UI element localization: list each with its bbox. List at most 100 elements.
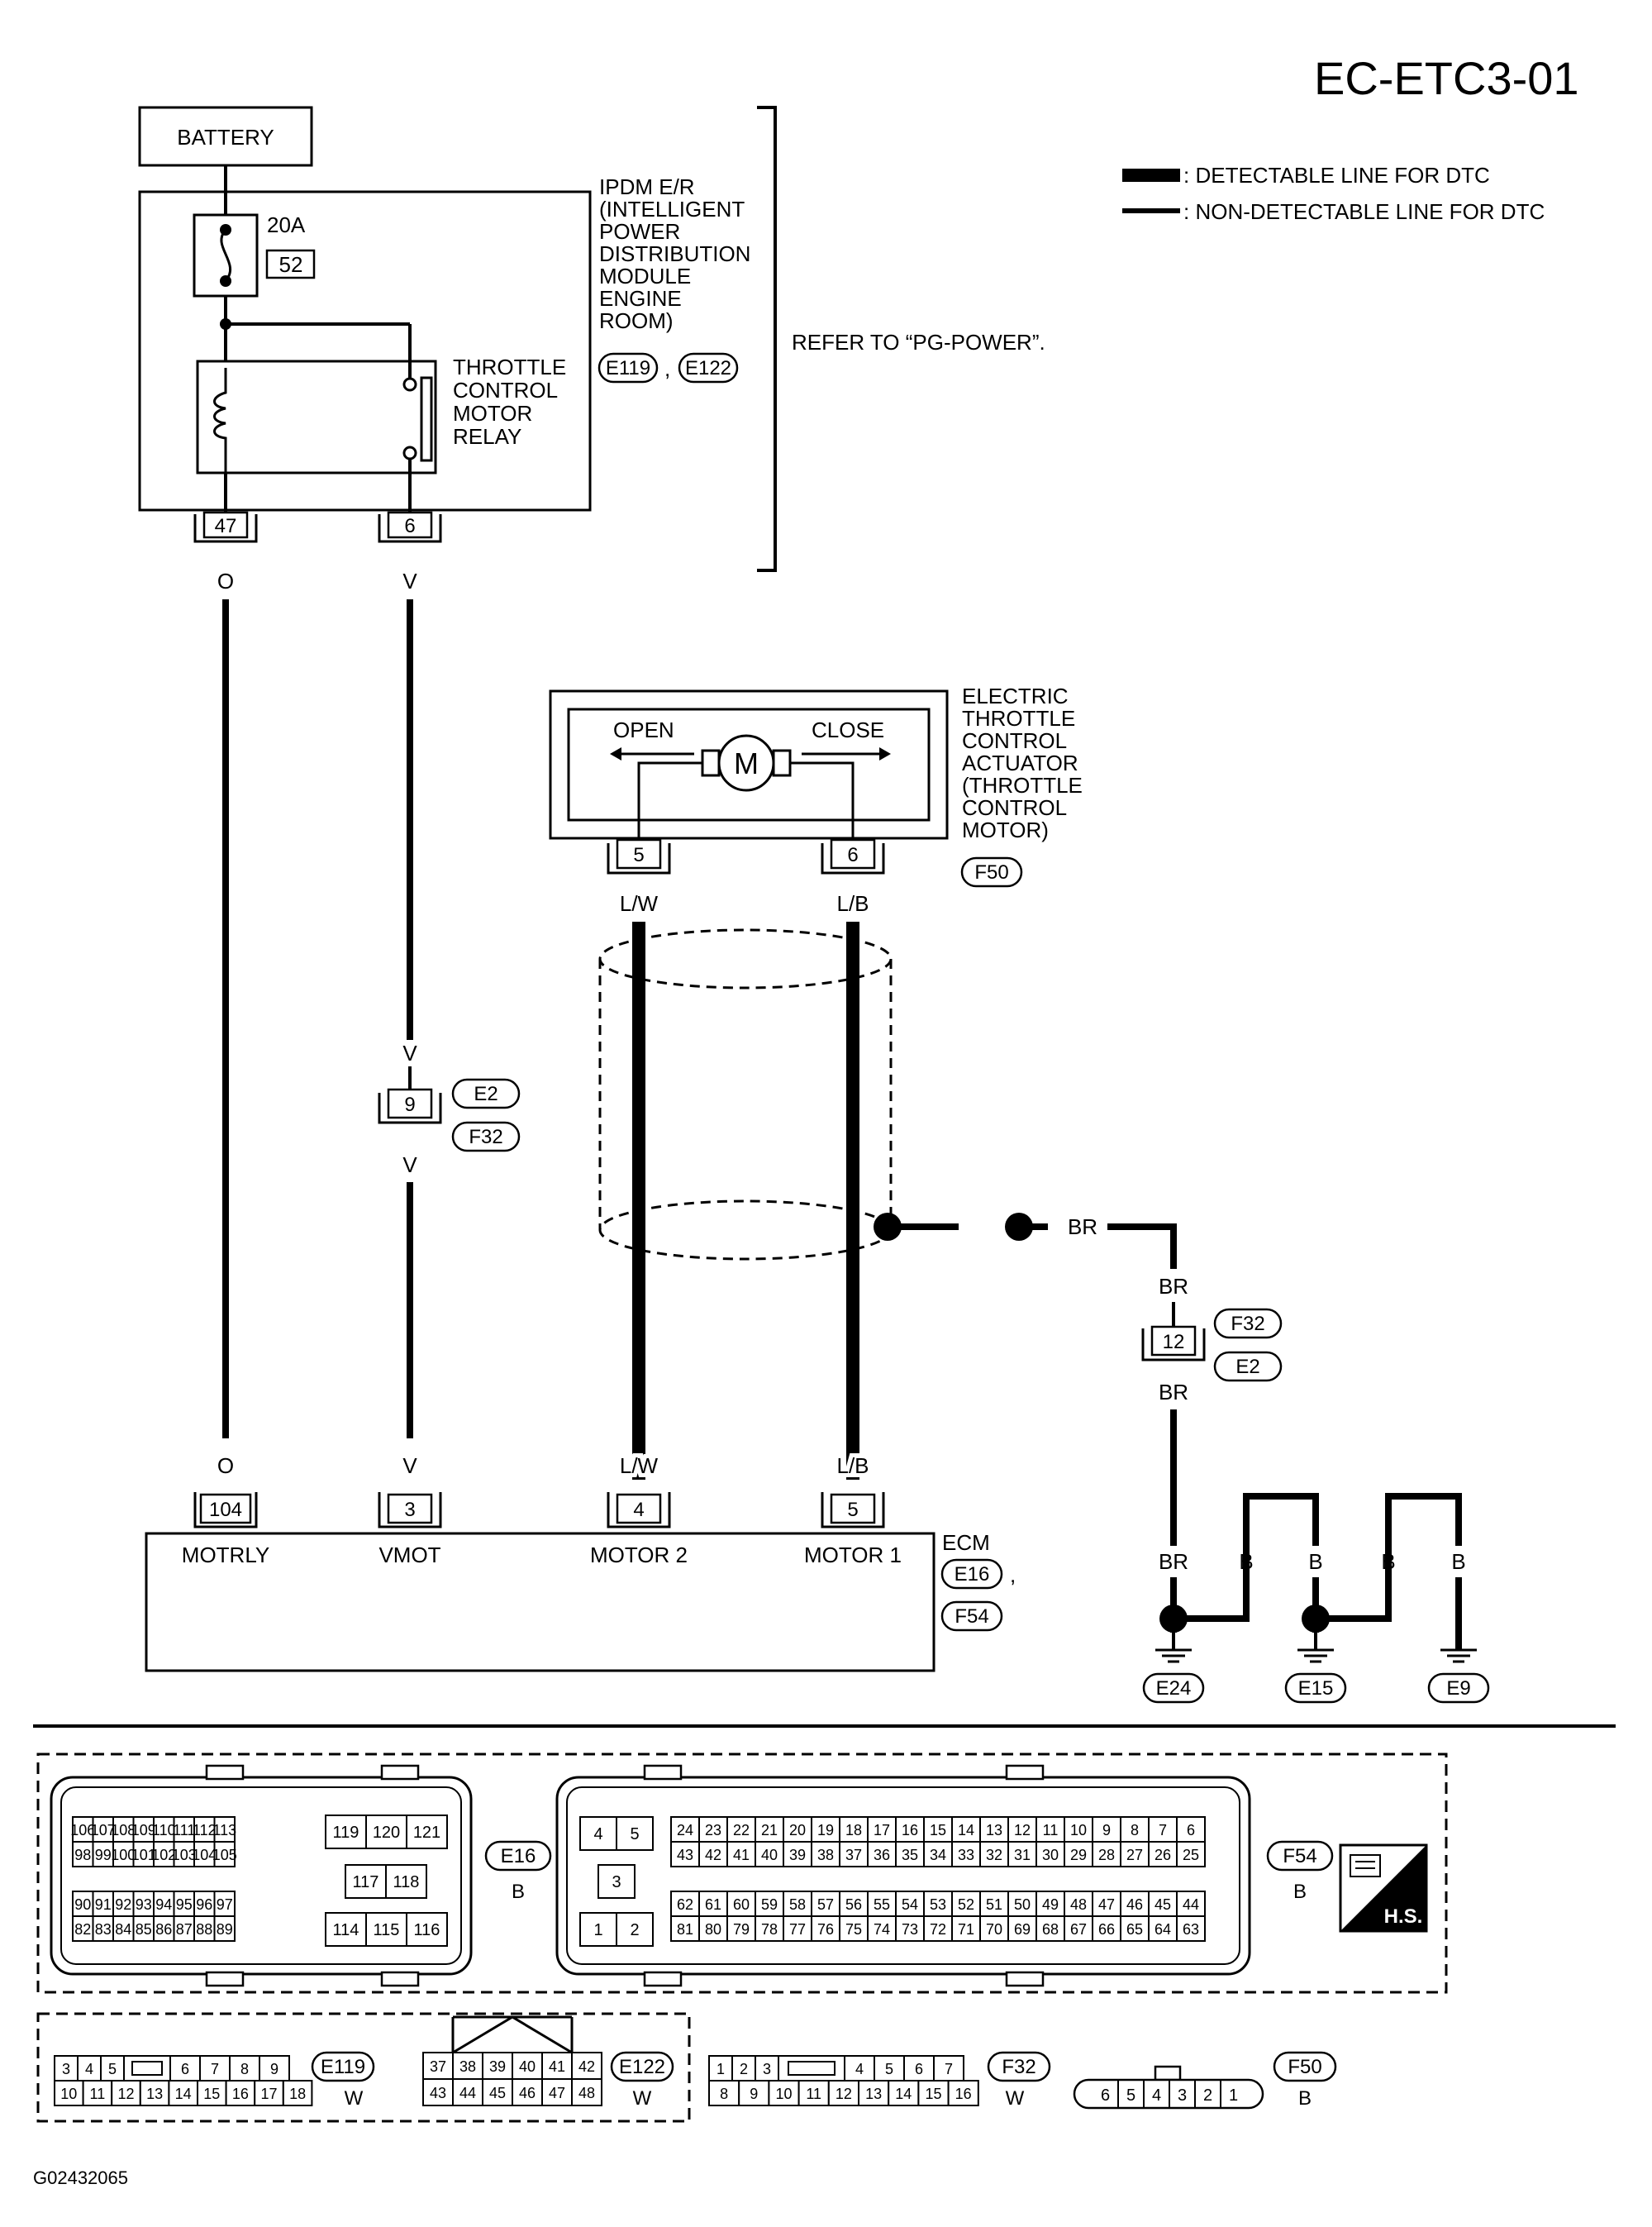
terminal-number: 9 <box>1102 1822 1111 1838</box>
terminal-number: 2 <box>740 2061 748 2077</box>
connector-slot <box>788 2061 836 2076</box>
terminal-number: 38 <box>817 1847 834 1863</box>
terminal-number: 82 <box>74 1921 91 1938</box>
joint-br-conn-f32: F32 <box>1231 1313 1264 1335</box>
terminal-number: 58 <box>789 1896 806 1913</box>
terminal-number: 103 <box>172 1847 197 1863</box>
terminal-number: 42 <box>705 1847 721 1863</box>
terminal-number: 20 <box>789 1822 806 1838</box>
terminal-number: 12 <box>117 2086 134 2102</box>
terminal-number: 1 <box>593 1921 602 1939</box>
relay-contact-icon <box>420 376 433 462</box>
terminal-number: 51 <box>986 1896 1002 1913</box>
svg-text:BR: BR <box>1159 1549 1188 1574</box>
terminal-cell <box>325 1815 367 1849</box>
terminal-number: 71 <box>958 1921 974 1938</box>
ecm-terminal-motor1: MOTOR 1 <box>804 1543 902 1567</box>
terminal-number: 41 <box>549 2058 565 2075</box>
terminal-number: 98 <box>74 1847 91 1863</box>
terminal-number: 5 <box>885 2061 893 2077</box>
svg-text:,: , <box>1010 1562 1016 1587</box>
terminal-number: 13 <box>986 1822 1002 1838</box>
terminal-number: 15 <box>925 2086 941 2102</box>
terminal-cell <box>979 1841 1009 1867</box>
terminal-number: 89 <box>217 1921 233 1938</box>
terminal-cell <box>213 1816 236 1843</box>
ecm-pin-104: 104 <box>209 1499 242 1521</box>
terminal-cell <box>1035 1816 1065 1843</box>
terminal-cell <box>1035 1915 1065 1942</box>
joint-v-conn-f32: F32 <box>469 1126 502 1148</box>
terminal-number: 75 <box>845 1921 862 1938</box>
terminal-number: 2 <box>630 1921 639 1939</box>
terminal-number: 119 <box>333 1824 359 1842</box>
terminal-cell <box>112 1816 135 1843</box>
terminal-number: 4 <box>593 1825 602 1843</box>
terminal-cell <box>72 1915 94 1942</box>
terminal-cell <box>406 1815 448 1849</box>
terminal-cell <box>616 1816 654 1851</box>
terminal-cell <box>153 1841 175 1867</box>
terminal-number: 8 <box>1131 1822 1139 1838</box>
terminal-number: 55 <box>874 1896 890 1913</box>
terminal-cell <box>1176 1891 1206 1917</box>
terminal-cell <box>616 1912 654 1947</box>
relay-label-1: THROTTLE <box>453 355 566 379</box>
terminal-cell <box>844 2055 875 2082</box>
terminal-cell <box>452 2078 483 2106</box>
terminal-number: 10 <box>775 2086 792 2102</box>
actuator-label-3: CONTROL <box>962 728 1067 753</box>
ground-symbol-e9 <box>1440 1648 1477 1663</box>
terminal-number: 34 <box>930 1847 946 1863</box>
terminal-number: 74 <box>874 1921 890 1938</box>
terminal-number: 12 <box>836 2086 852 2102</box>
terminal-number: 105 <box>212 1847 237 1863</box>
e122-key-icon <box>452 2015 573 2054</box>
terminal-number: 47 <box>549 2085 565 2101</box>
terminal-cell <box>738 2080 770 2106</box>
terminal-number: 64 <box>1154 1921 1171 1938</box>
fuse-amp: 20A <box>267 212 306 237</box>
ipdm-label-1: IPDM E/R <box>599 174 695 199</box>
motor-label: M <box>734 746 759 780</box>
ecm-terminal-motor2: MOTOR 2 <box>590 1543 688 1567</box>
terminal-number: 10 <box>60 2086 77 2102</box>
svg-text:B: B <box>1381 1549 1395 1574</box>
terminal-number: 22 <box>733 1822 750 1838</box>
figure-id: G02432065 <box>33 2167 128 2188</box>
terminal-number: 107 <box>91 1822 116 1838</box>
legend-thick-line <box>1122 169 1180 182</box>
terminal-cell <box>282 2080 313 2106</box>
terminal-number: 100 <box>111 1847 136 1863</box>
actuator-inner-box <box>567 708 931 822</box>
terminal-cell <box>947 2080 979 2106</box>
actuator-label-7: MOTOR) <box>962 818 1049 842</box>
terminal-cell <box>173 1841 195 1867</box>
ipdm-pin-47: 47 <box>215 515 237 537</box>
terminal-number: 54 <box>902 1896 918 1913</box>
wire-o-top: O <box>217 569 234 594</box>
terminal-number: 6 <box>915 2061 923 2077</box>
terminal-number: 57 <box>817 1896 834 1913</box>
terminal-number: 116 <box>414 1921 440 1939</box>
connector-slot <box>131 2061 163 2076</box>
e119-color: W <box>345 2087 364 2110</box>
terminal-cell <box>1064 1915 1093 1942</box>
terminal-number: 101 <box>131 1847 156 1863</box>
terminal-number: 8 <box>240 2061 249 2077</box>
terminal-cell <box>1092 1915 1121 1942</box>
terminal-number: 39 <box>789 1847 806 1863</box>
relay-label-3: MOTOR <box>453 401 532 426</box>
terminal-number: 120 <box>373 1824 400 1842</box>
battery-label: BATTERY <box>177 125 274 150</box>
terminal-number: 17 <box>260 2086 277 2102</box>
legend-detectable: : DETECTABLE LINE FOR DTC <box>1183 163 1490 188</box>
terminal-number: 3 <box>62 2061 70 2077</box>
wire-lb-top: L/B <box>836 891 869 916</box>
svg-text:V: V <box>402 1453 417 1478</box>
terminal-number: 15 <box>203 2086 220 2102</box>
ecm-label: ECM <box>942 1530 990 1555</box>
terminal-number: 88 <box>196 1921 212 1938</box>
